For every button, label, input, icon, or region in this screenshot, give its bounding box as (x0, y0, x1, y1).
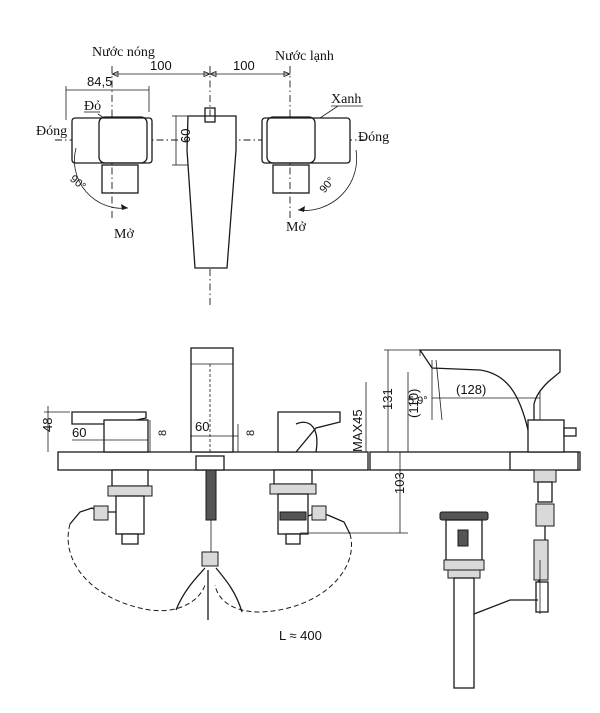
label-open-left: Mở (114, 227, 134, 242)
dim-100-left: 100 (150, 58, 172, 73)
spout-shank (205, 469, 217, 521)
dim-60-top: 60 (178, 129, 193, 143)
dim-131: 131 (380, 388, 395, 410)
dim-128: (128) (456, 382, 486, 397)
cold-valve-nut (269, 483, 317, 495)
hose-length: L ≈ 400 (279, 628, 322, 643)
label-open-right: Mở (286, 220, 306, 235)
side-connector (535, 503, 555, 527)
dim-8-left: 8 (157, 430, 169, 436)
label-hot-water: Nước nóng (92, 45, 155, 60)
drain-cap (439, 511, 489, 521)
hot-handle-body (103, 419, 149, 453)
dim-110: (110) (406, 389, 421, 418)
hot-valve-body (115, 495, 145, 535)
side-elevation: 131 (110) (128) 5.9° (369, 349, 581, 689)
dim-60-spout: 60 (195, 419, 209, 434)
hot-valve-nut (107, 485, 153, 497)
label-close-right: Đóng (358, 130, 389, 145)
dim-8-mid: 8 (245, 430, 257, 436)
label-red: Đỏ (84, 99, 101, 114)
arc-90-left (74, 147, 129, 209)
spout-front (190, 347, 234, 453)
dim-5-9-deg: 5.9° (408, 395, 428, 407)
hot-handle-top (71, 117, 153, 164)
label-blue: Xanh (331, 92, 361, 107)
cold-hose (214, 533, 352, 613)
cold-handle (277, 411, 341, 453)
arc-90-right (297, 149, 358, 211)
drain-pipe (453, 577, 475, 689)
hot-hose (67, 523, 206, 612)
side-body (527, 419, 565, 453)
dim-max45: MAX45 (350, 409, 365, 452)
dim-84-5: 84,5 (87, 74, 112, 89)
hot-handle-open-position (101, 164, 139, 194)
angle-90-right: 90° (317, 175, 337, 195)
side-base (509, 451, 579, 471)
dim-103: 103 (392, 472, 407, 494)
label-close-left: Đóng (36, 124, 67, 139)
front-elevation: 48 60 8 60 8 (40, 347, 408, 643)
drain-linkage (473, 599, 538, 615)
dim-48: 48 (40, 418, 55, 432)
dim-100-right: 100 (233, 58, 255, 73)
cold-handle-top (261, 117, 351, 164)
dim-60-handle: 60 (72, 425, 86, 440)
dim-arrows-100 (110, 70, 292, 78)
spout-top-view (186, 115, 237, 269)
label-cold-water: Nước lạnh (275, 49, 334, 64)
cold-handle-open-position (272, 164, 310, 194)
spout-side-profile (418, 349, 561, 431)
plan-view: 100 100 84,5 Nước nóng Nước lạnh Đỏ Xanh… (36, 45, 389, 305)
